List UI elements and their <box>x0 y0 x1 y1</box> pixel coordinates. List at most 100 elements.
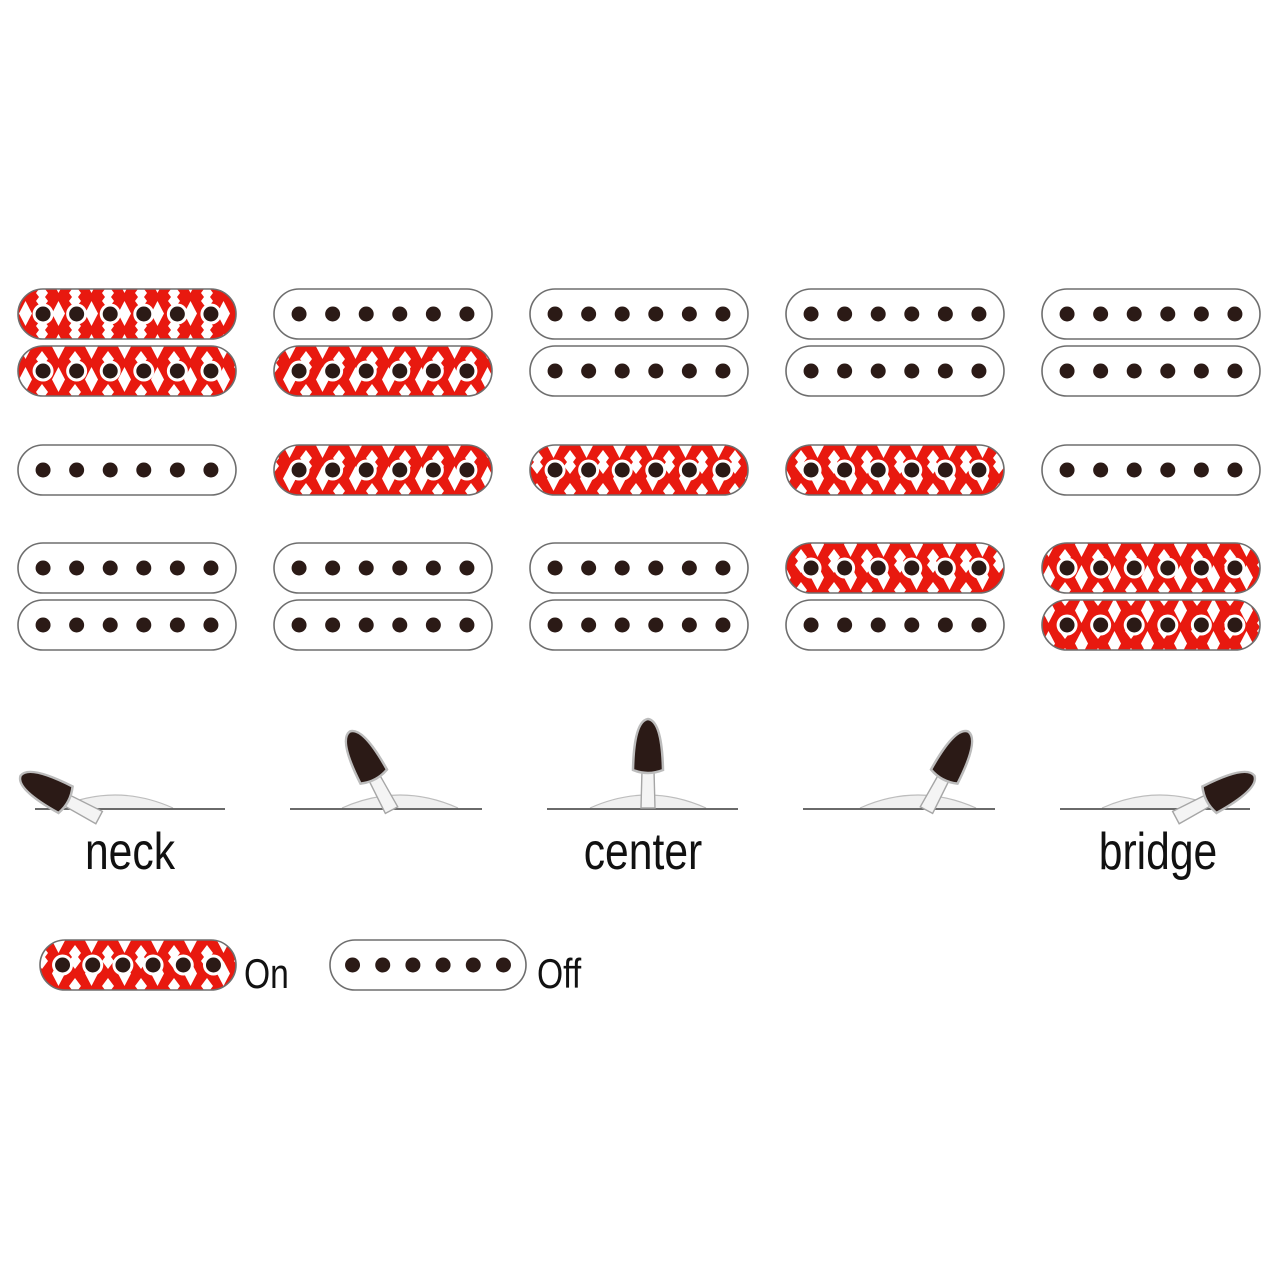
pole-piece <box>435 957 451 973</box>
pole-piece <box>971 462 987 478</box>
pole-piece <box>870 560 886 576</box>
pole-piece <box>325 306 341 322</box>
pole-piece <box>1126 617 1142 633</box>
pole-piece <box>937 617 953 633</box>
pole-piece <box>169 462 185 478</box>
pole-piece <box>1059 560 1075 576</box>
position-label-neck: neck <box>84 823 176 881</box>
pole-piece <box>69 363 85 379</box>
pole-piece <box>547 306 563 322</box>
bridge-humbucker-coil-b <box>785 599 1005 651</box>
neck-humbucker-coil-b <box>17 345 237 397</box>
pole-piece <box>1193 560 1209 576</box>
pole-piece <box>681 560 697 576</box>
pole-piece <box>495 957 511 973</box>
pole-piece <box>681 617 697 633</box>
pole-piece <box>425 617 441 633</box>
pole-piece <box>803 306 819 322</box>
pole-piece <box>1126 363 1142 379</box>
neck-humbucker-coil-a <box>529 288 749 340</box>
pole-piece <box>102 363 118 379</box>
pole-piece <box>358 617 374 633</box>
pole-piece <box>425 560 441 576</box>
selector-switch-icon <box>18 770 225 825</box>
pole-piece <box>1193 306 1209 322</box>
pole-piece <box>648 363 664 379</box>
selector-switch-icon <box>547 717 738 810</box>
pole-piece <box>1059 617 1075 633</box>
pole-piece <box>85 957 101 973</box>
pole-piece <box>1059 306 1075 322</box>
pole-piece <box>547 617 563 633</box>
pole-piece <box>169 306 185 322</box>
pole-piece <box>205 957 221 973</box>
pole-piece <box>803 462 819 478</box>
pole-piece <box>547 363 563 379</box>
pole-piece <box>358 462 374 478</box>
pole-piece <box>837 560 853 576</box>
pole-piece <box>1126 306 1142 322</box>
pole-piece <box>425 462 441 478</box>
bridge-humbucker-coil-a <box>17 542 237 594</box>
bridge-humbucker-coil-a <box>273 542 493 594</box>
middle-single-coil <box>529 444 749 496</box>
pole-piece <box>136 363 152 379</box>
pole-piece <box>715 363 731 379</box>
pole-piece <box>325 560 341 576</box>
bridge-humbucker-coil-a <box>1041 542 1261 594</box>
neck-humbucker-coil-a <box>1041 288 1261 340</box>
pole-piece <box>203 363 219 379</box>
pole-piece <box>136 560 152 576</box>
pole-piece <box>203 306 219 322</box>
pole-piece <box>837 617 853 633</box>
legend-off-label: Off <box>537 950 582 997</box>
pole-piece <box>459 560 475 576</box>
pole-piece <box>681 462 697 478</box>
pole-piece <box>392 363 408 379</box>
pole-piece <box>465 957 481 973</box>
pole-piece <box>169 363 185 379</box>
pole-piece <box>904 560 920 576</box>
pole-piece <box>1093 617 1109 633</box>
pole-piece <box>870 363 886 379</box>
pole-piece <box>203 560 219 576</box>
neck-humbucker-coil-a <box>17 288 237 340</box>
pole-piece <box>392 306 408 322</box>
pole-piece <box>1193 617 1209 633</box>
middle-single-coil <box>17 444 237 496</box>
pole-piece <box>837 462 853 478</box>
pole-piece <box>1160 617 1176 633</box>
pole-piece <box>325 363 341 379</box>
pole-piece <box>392 617 408 633</box>
pole-piece <box>102 306 118 322</box>
pole-piece <box>837 306 853 322</box>
pole-piece <box>581 462 597 478</box>
pole-piece <box>459 462 475 478</box>
pole-piece <box>325 617 341 633</box>
pole-piece <box>35 617 51 633</box>
pole-piece <box>1126 462 1142 478</box>
pole-piece <box>69 306 85 322</box>
pole-piece <box>358 363 374 379</box>
pole-piece <box>648 560 664 576</box>
pole-piece <box>1160 560 1176 576</box>
pole-piece <box>1227 617 1243 633</box>
pole-piece <box>291 363 307 379</box>
pole-piece <box>581 306 597 322</box>
pole-piece <box>325 462 341 478</box>
pole-piece <box>904 462 920 478</box>
pole-piece <box>136 306 152 322</box>
pole-piece <box>69 617 85 633</box>
pole-piece <box>425 363 441 379</box>
pole-piece <box>937 462 953 478</box>
pole-piece <box>803 560 819 576</box>
pole-piece <box>459 306 475 322</box>
pole-piece <box>971 617 987 633</box>
selector-switch-icon <box>290 729 482 815</box>
pole-piece <box>614 560 630 576</box>
pole-piece <box>145 957 161 973</box>
bridge-humbucker-coil-b <box>273 599 493 651</box>
pole-piece <box>614 462 630 478</box>
